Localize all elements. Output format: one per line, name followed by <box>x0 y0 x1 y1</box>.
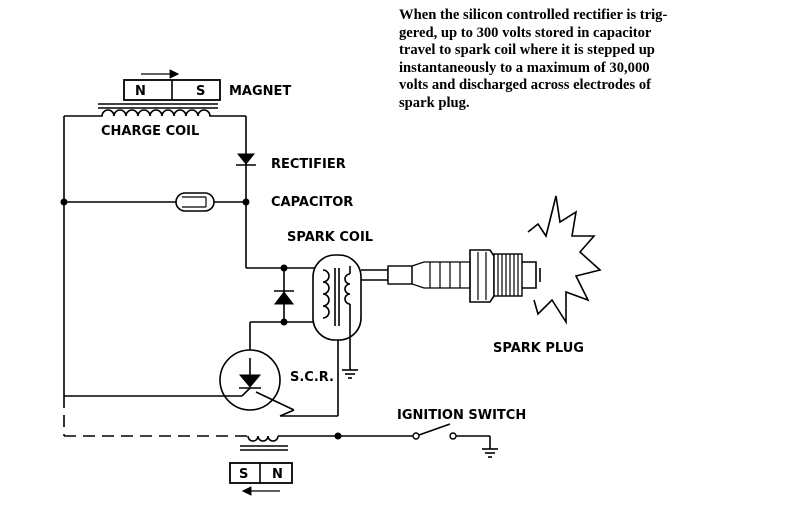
spark-coil-diode <box>274 290 294 305</box>
dashed-path <box>63 396 248 437</box>
magnet-top-left-pole: N <box>135 84 146 99</box>
capacitor-label: CAPACITOR <box>271 195 353 210</box>
spark-burst-icon <box>527 195 602 325</box>
caption-line-3: travel to spark coil where it is stepped… <box>399 42 655 58</box>
top-magnet: N S MAGNET <box>123 69 291 101</box>
spark-plug-label: SPARK PLUG <box>493 341 584 356</box>
coil-winding <box>64 109 246 117</box>
charge-coil-label: CHARGE COIL <box>101 124 199 139</box>
ignition-switch: IGNITION SWITCH <box>397 408 526 449</box>
spark-plug: SPARK PLUG <box>387 249 584 356</box>
scr-label: S.C.R. <box>290 370 334 385</box>
ignition-switch-label: IGNITION SWITCH <box>397 408 526 423</box>
plug-threads <box>493 253 523 297</box>
magnet-bar-bottom <box>229 462 293 484</box>
coil-ground-icon <box>342 360 358 379</box>
switch-ground-icon <box>482 448 498 458</box>
rectifier-label: RECTIFIER <box>271 157 346 172</box>
plug-hex-nut <box>469 249 495 303</box>
charge-coil: CHARGE COIL <box>64 103 246 139</box>
scr-thyristor: S.C.R. <box>219 349 334 411</box>
spark-coil-label: SPARK COIL <box>287 230 373 245</box>
plug-terminal <box>387 265 413 285</box>
magnet-bottom-right-pole: N <box>272 467 283 482</box>
plug-electrode <box>522 261 537 289</box>
magnet-label: MAGNET <box>229 84 291 99</box>
ht-lead <box>361 268 389 282</box>
caption: When the silicon controlled rectifier is… <box>399 7 793 112</box>
caption-line-2: gered, up to 300 volts stored in capacit… <box>399 24 652 41</box>
caption-line-5: volts and discharged across electrodes o… <box>399 77 651 93</box>
magnet-top-right-pole: S <box>196 84 205 99</box>
caption-line-4: instantaneously to a maximum of 30,000 <box>399 59 650 76</box>
spark-coil: SPARK COIL <box>287 230 373 360</box>
rectifier-diode: RECTIFIER <box>236 153 346 172</box>
magnet-bottom-left-pole: S <box>239 467 248 482</box>
capacitor: CAPACITOR <box>175 192 353 212</box>
bottom-magnet: S N <box>229 435 338 496</box>
caption-line-6: spark plug. <box>399 94 470 111</box>
caption-line-1: When the silicon controlled rectifier is… <box>399 7 668 23</box>
junction-dots <box>60 198 342 440</box>
